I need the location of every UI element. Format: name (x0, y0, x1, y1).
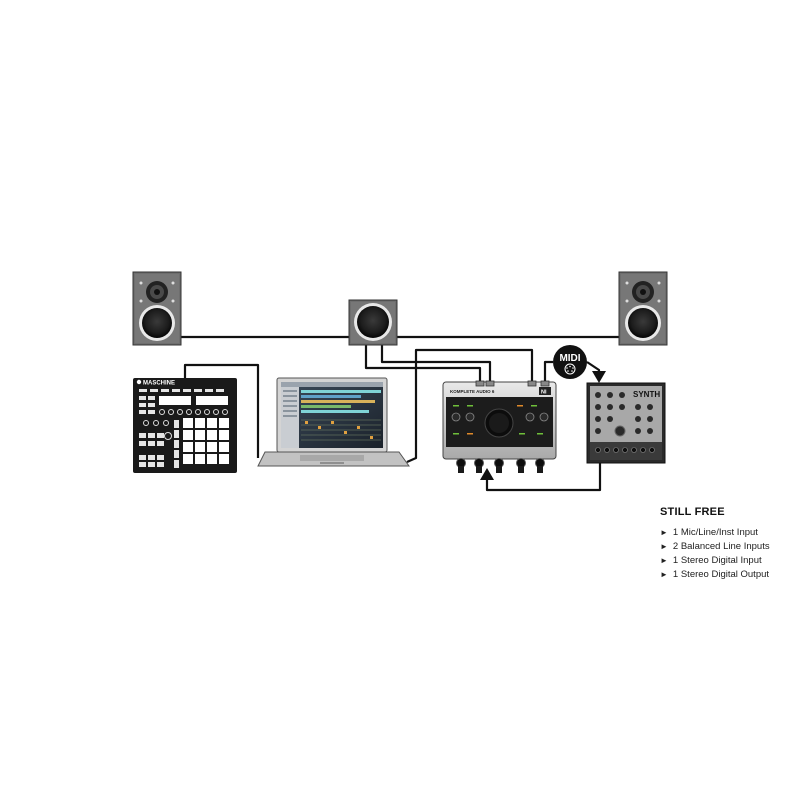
midi-badge-label: MIDI (559, 353, 580, 364)
subwoofer (348, 299, 398, 346)
arrow-right-icon: ► (660, 556, 668, 565)
laptop (257, 377, 410, 467)
interface-logo: NI (541, 390, 547, 396)
list-item: ►1 Mic/Line/Inst Input (660, 527, 758, 538)
arrow-right-icon: ► (660, 528, 668, 537)
cable-sub-out-1 (364, 345, 482, 384)
synth-label: SYNTH (633, 390, 660, 399)
maschine-controller: MASCHINE (133, 378, 237, 473)
cable-midi-out (543, 360, 553, 384)
cable-maschine-laptop (183, 363, 260, 458)
still-free-list: ►1 Mic/Line/Inst Input ►2 Balanced Line … (660, 526, 795, 582)
arrow-right-icon: ► (660, 570, 668, 579)
list-item: ►1 Stereo Digital Output (660, 569, 770, 580)
interface-brand-label: KOMPLETE AUDIO 6 (450, 389, 495, 394)
audio-interface: KOMPLETE AUDIO 6 NI (442, 380, 557, 473)
cable-laptop-interface (406, 348, 534, 464)
list-item: ►1 Stereo Digital Input (660, 555, 762, 566)
midi-badge: MIDI (553, 345, 587, 379)
midi-connector-icon (564, 363, 576, 375)
speaker-right (618, 271, 668, 346)
maschine-brand-label: MASCHINE (143, 381, 175, 387)
speaker-left (132, 271, 182, 346)
still-free-title: STILL FREE (660, 506, 725, 518)
list-item: ►2 Balanced Line Inputs (660, 541, 770, 552)
synth-module: SYNTH (586, 382, 666, 464)
arrow-right-icon: ► (660, 542, 668, 551)
cable-synth-return (485, 463, 602, 492)
arrow-midi-synth (592, 371, 606, 383)
arrow-return-input (480, 468, 494, 480)
cable-sub-out-2 (380, 345, 492, 384)
cables (181, 335, 619, 492)
still-free-panel: STILL FREE ►1 Mic/Line/Inst Input ►2 Bal… (660, 506, 795, 582)
